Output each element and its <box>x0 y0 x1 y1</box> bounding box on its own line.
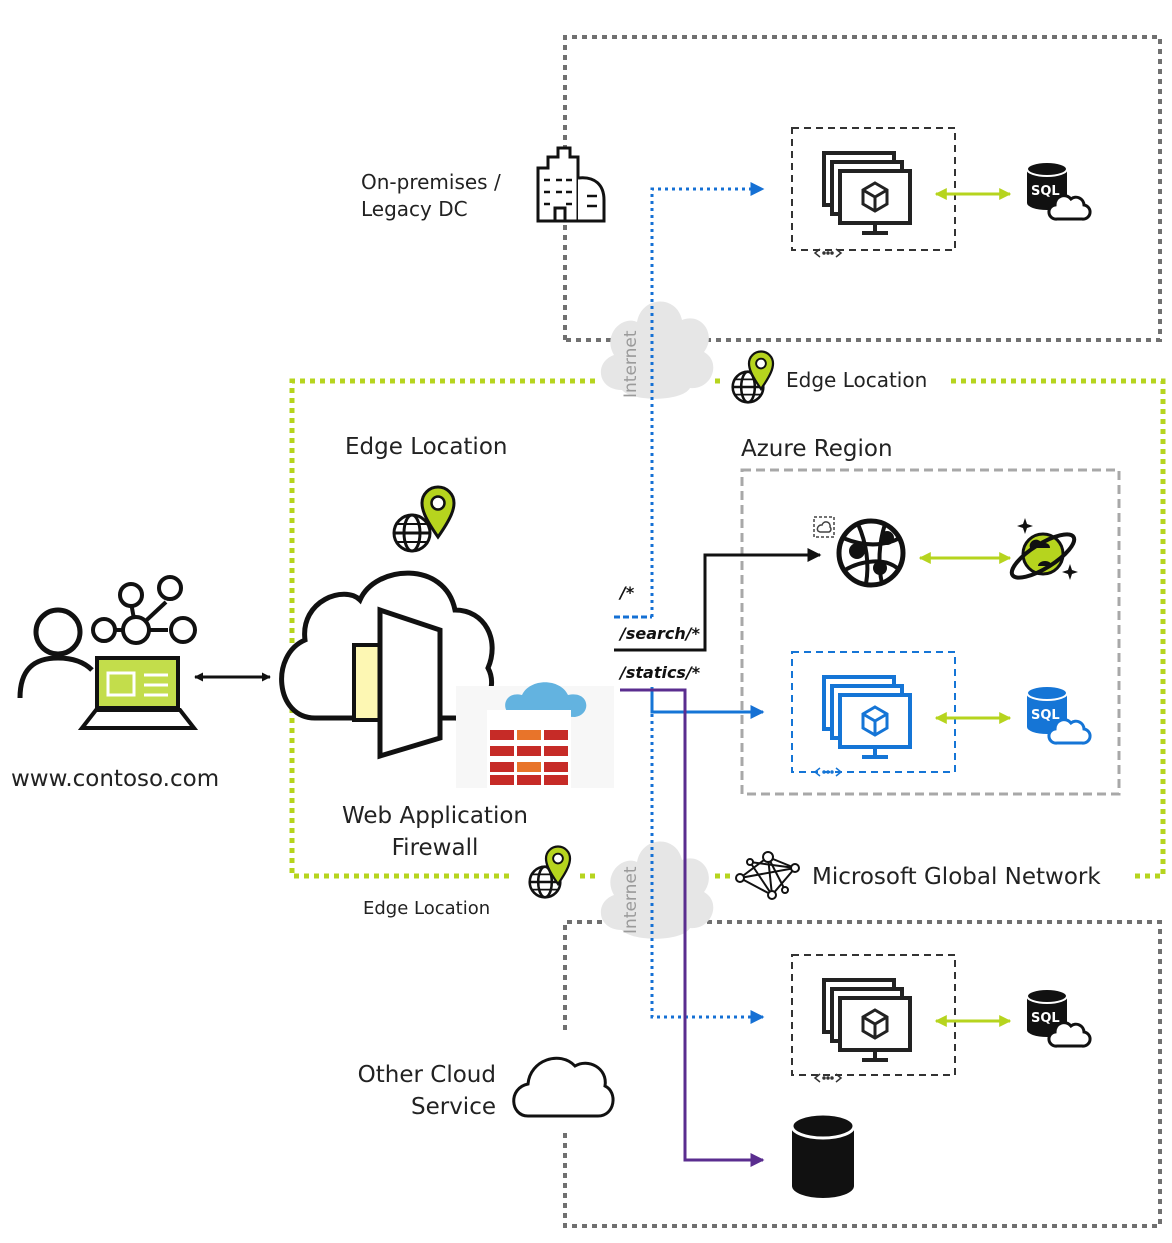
network-icon <box>91 575 197 645</box>
waf-label-line1: Web Application <box>342 803 528 829</box>
sql-label-azure: SQL <box>1031 708 1060 723</box>
vnet-glyph-azure <box>813 767 843 777</box>
storage-icon <box>790 1112 856 1198</box>
other-cloud-label-line2: Service <box>411 1094 496 1120</box>
sql-label-on-premises: SQL <box>1031 184 1060 199</box>
vnet-glyph <box>813 248 843 258</box>
global-network-label: Microsoft Global Network <box>812 864 1101 890</box>
mesh-network-icon <box>735 851 800 900</box>
website-label: www.contoso.com <box>11 766 219 792</box>
internet-label-top: Internet <box>621 330 641 398</box>
route-search-to-app-service <box>614 548 822 652</box>
internet-label-bottom: Internet <box>621 866 641 934</box>
globe-pin-icon <box>392 485 456 553</box>
globe-pin-icon-bottom <box>528 845 572 899</box>
edge-location-label-top-right: Edge Location <box>786 368 927 392</box>
app-service-badge-icon <box>813 516 835 538</box>
edge-location-label-main: Edge Location <box>345 434 507 460</box>
internet-cloud-top <box>600 301 714 399</box>
firewall-icon <box>456 682 614 788</box>
building-icon <box>536 146 606 223</box>
on-premises-boundary <box>563 35 1162 342</box>
route-statics-to-storage <box>620 688 765 1167</box>
route-label-search: /search/* <box>618 624 701 643</box>
cloud-icon <box>512 1056 615 1118</box>
route-to-other-cloud <box>650 700 765 1024</box>
internet-cloud-bottom <box>600 841 714 939</box>
route-to-on-premises <box>650 182 765 617</box>
azure-region-label: Azure Region <box>741 436 893 462</box>
app-service-icon <box>836 518 906 588</box>
sql-label-other: SQL <box>1031 1011 1060 1026</box>
other-cloud-label-line1: Other Cloud <box>358 1062 496 1088</box>
route-label-statics: /statics/* <box>618 663 701 682</box>
other-cloud-boundary <box>563 920 1162 1228</box>
on-premises-label-line1: On-premises / <box>361 170 501 194</box>
route-to-azure-vms <box>650 687 765 719</box>
front-door-icon <box>279 570 495 760</box>
users-icon <box>17 607 94 699</box>
laptop-icon <box>77 656 199 730</box>
azure-region-boundary <box>740 468 1121 796</box>
route-label-default: /* <box>618 583 635 602</box>
globe-pin-icon-top-right <box>731 350 775 404</box>
vnet-glyph-other <box>813 1073 843 1083</box>
edge-location-label-bottom: Edge Location <box>363 898 490 919</box>
on-premises-label-line2: Legacy DC <box>361 197 468 221</box>
cosmos-db-icon <box>1009 518 1078 580</box>
edge-boundary <box>289 378 1166 879</box>
waf-label-line2: Firewall <box>392 835 479 861</box>
